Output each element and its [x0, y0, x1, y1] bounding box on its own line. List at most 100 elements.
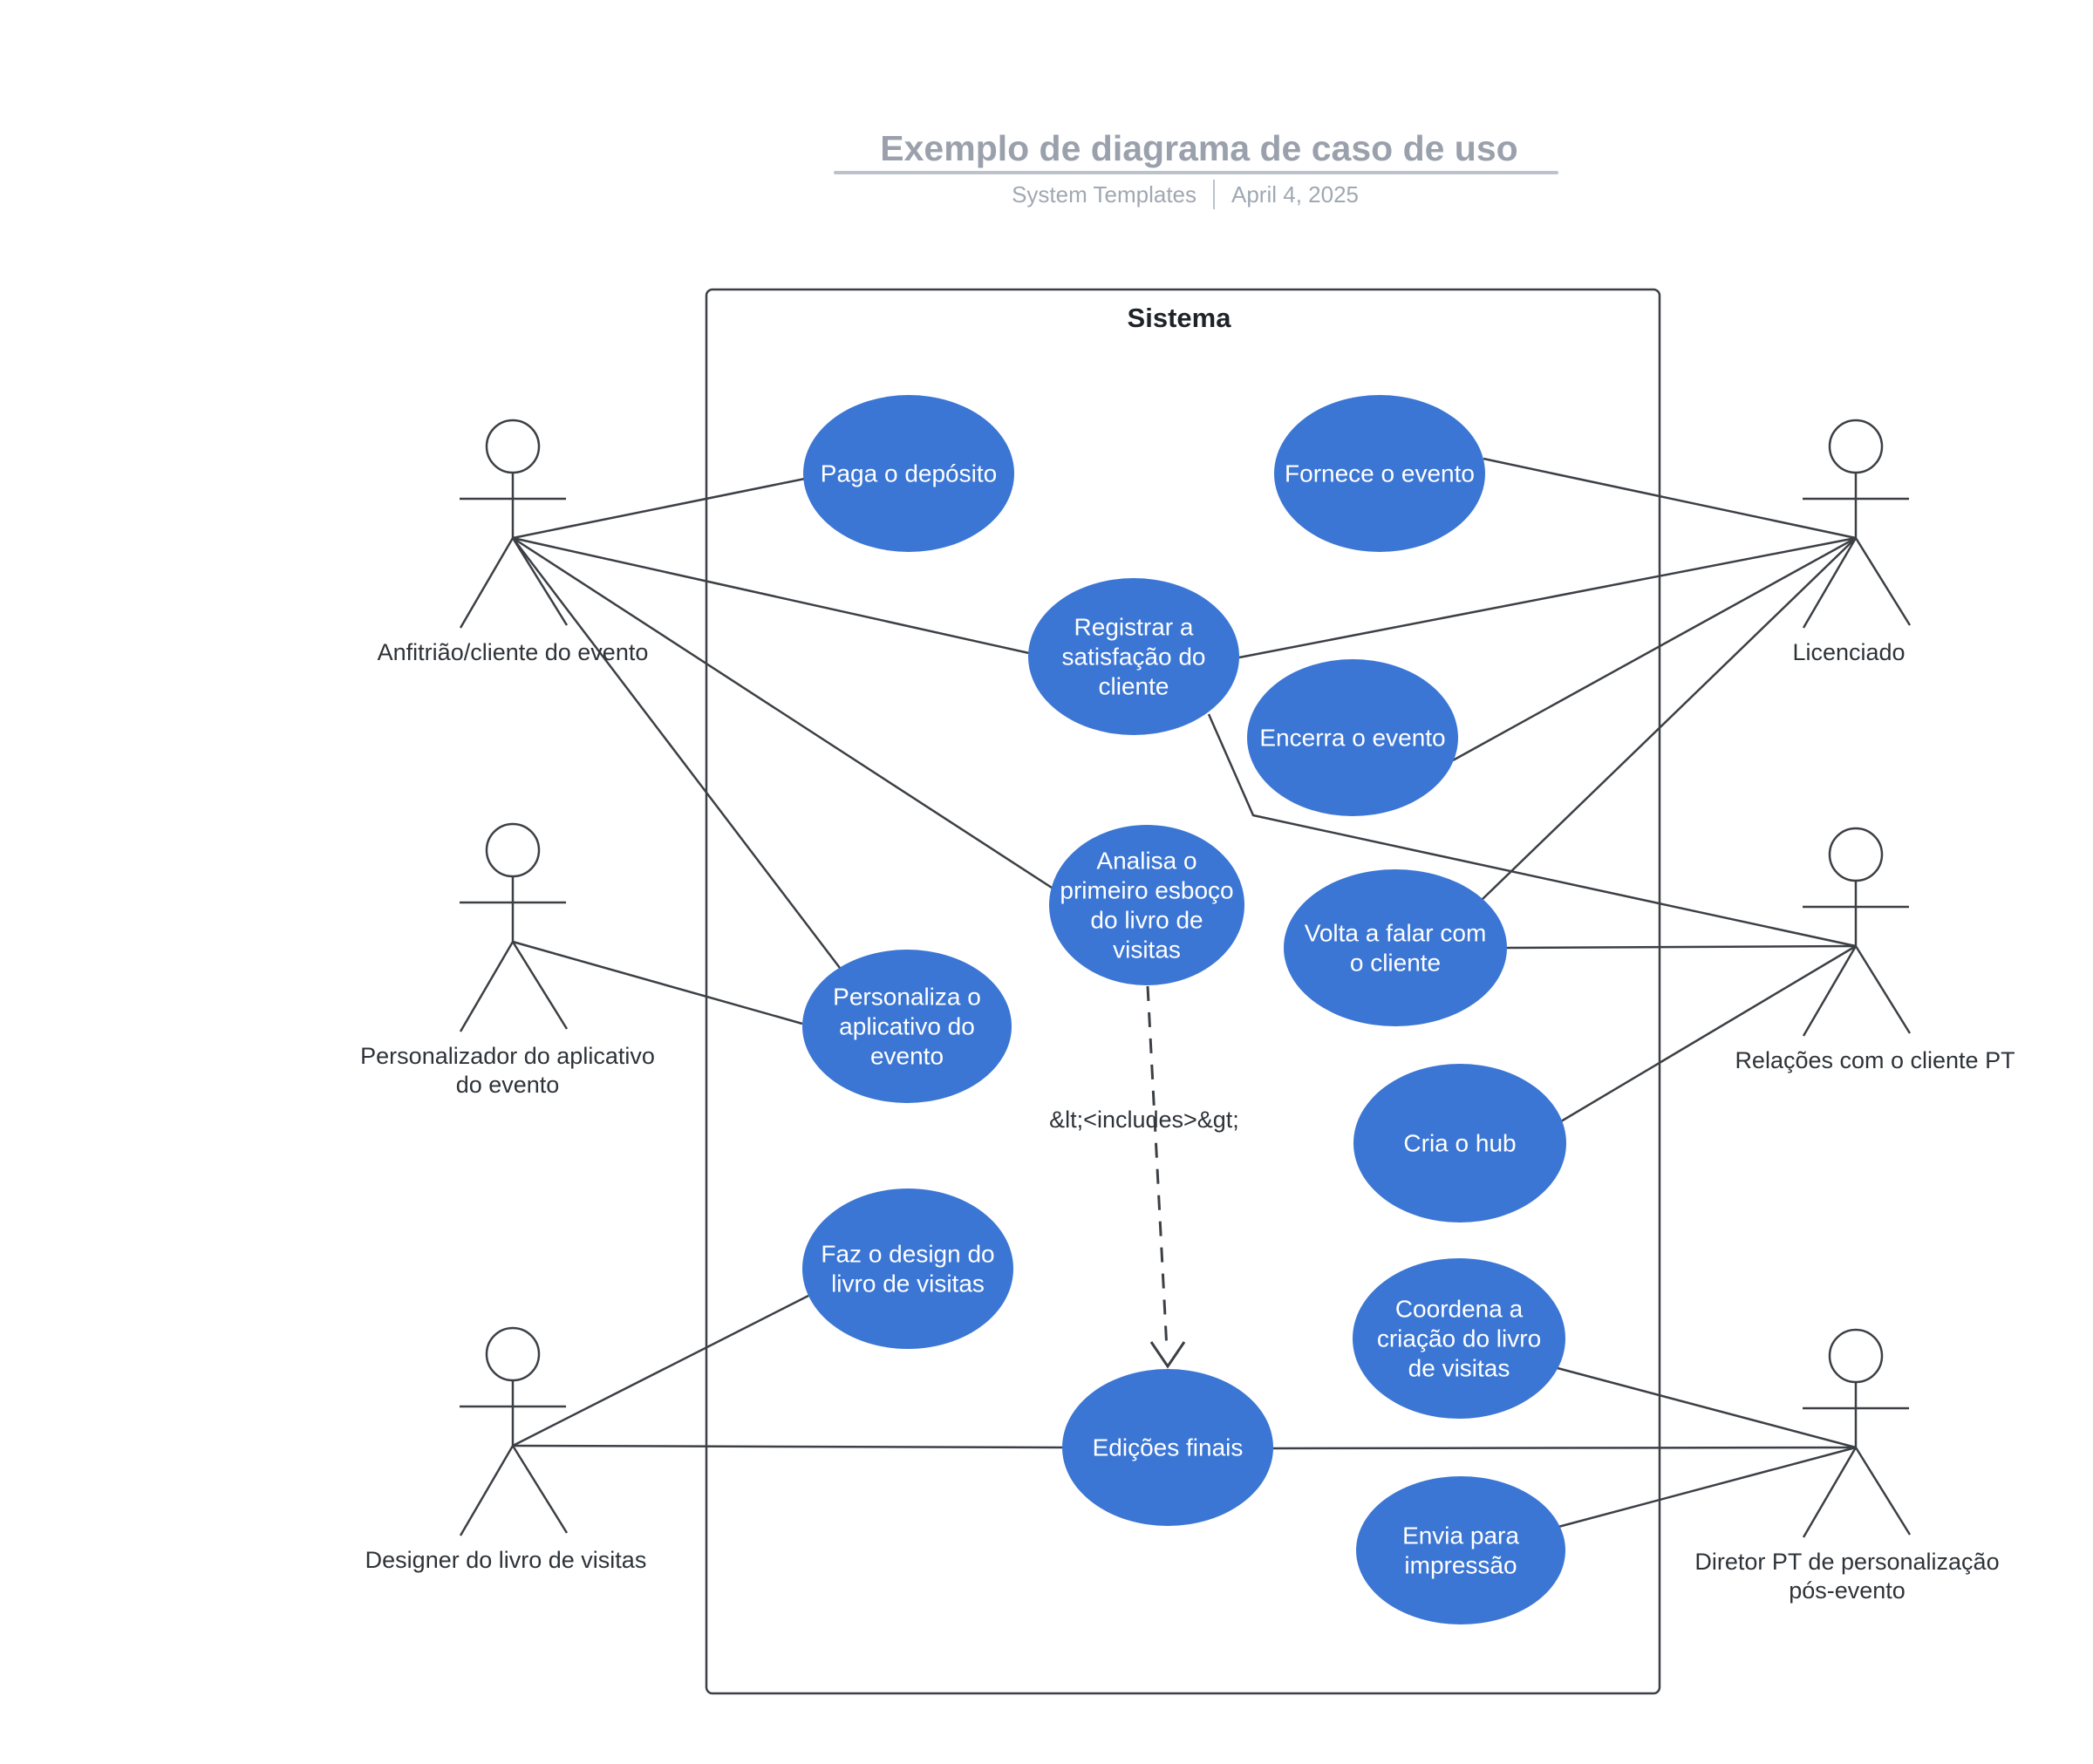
edge-relacoes-registrar[interactable]: [1207, 713, 1857, 948]
subtitle-date: April 4, 2025: [1231, 181, 1359, 208]
actor-head-icon: [1828, 827, 1884, 882]
use-case-label: Edições finais: [1093, 1434, 1244, 1461]
use-case-label: do livro de: [1090, 907, 1203, 934]
edge-personalizador-personaliza[interactable]: [512, 940, 803, 1025]
use-case-label: Coordena a: [1395, 1296, 1524, 1323]
actor-anfitriao[interactable]: Anfitrião/cliente do evento: [378, 419, 649, 665]
edge-designer-faz-design[interactable]: [512, 1294, 809, 1447]
use-case-encerra-evento[interactable]: Encerra o evento: [1247, 659, 1458, 816]
include-stereotype-label: &lt;<includes>&gt;: [1049, 1107, 1239, 1133]
edge-anfitriao-analisa[interactable]: [512, 536, 1053, 889]
edge-relacoes-cria-hub[interactable]: [1560, 944, 1857, 1123]
actor-label: Anfitrião/cliente do evento: [378, 639, 649, 665]
actor-licenciado[interactable]: Licenciado: [1792, 419, 1912, 665]
actor-head-icon: [485, 419, 541, 474]
edge-licenciado-encerra[interactable]: [1452, 536, 1857, 762]
use-case-ellipse-analisa-esboco[interactable]: [1049, 825, 1244, 985]
use-case-ellipse-coordena-criacao[interactable]: [1353, 1258, 1565, 1419]
edge-anfitriao-paga[interactable]: [512, 477, 806, 540]
actor-label: Designer do livro de visitas: [365, 1547, 647, 1573]
use-case-label: livro de visitas: [831, 1270, 985, 1297]
use-case-label: primeiro esboço: [1060, 877, 1233, 904]
use-case-label: Faz o design do: [821, 1241, 994, 1268]
use-case-edicoes-finais[interactable]: Edições finais: [1062, 1369, 1273, 1526]
use-case-label: Volta a falar com: [1305, 920, 1487, 947]
edge-anfitriao-registrar[interactable]: [512, 536, 1030, 655]
edge-licenciado-fornece[interactable]: [1483, 457, 1857, 540]
use-case-label: Fornece o evento: [1285, 460, 1475, 487]
use-case-fornece-evento[interactable]: Fornece o evento: [1274, 395, 1485, 552]
use-case-label: Paga o depósito: [821, 460, 997, 487]
edge-diretor-edicoes[interactable]: [1272, 1446, 1857, 1450]
use-case-ellipse-cria-hub[interactable]: [1353, 1064, 1566, 1223]
use-case-ellipse-edicoes-finais[interactable]: [1062, 1369, 1273, 1526]
use-case-label: Personaliza o: [833, 984, 981, 1011]
use-case-label: evento: [870, 1043, 944, 1070]
diagram-content: Paga o depósito Fornece o eventoRegistrar…: [360, 395, 2015, 1624]
diagram-header: Exemplo de diagrama de caso de uso Syste…: [834, 128, 1558, 209]
edge-licenciado-volta[interactable]: [1481, 537, 1857, 901]
actor-body-icon: [1802, 473, 1912, 629]
use-case-label: criação do livro: [1377, 1325, 1541, 1352]
use-case-cria-hub[interactable]: Cria o hub: [1353, 1064, 1566, 1223]
page-title: Exemplo de diagrama de caso de uso: [880, 128, 1517, 168]
use-case-ellipse-encerra-evento[interactable]: [1247, 659, 1458, 816]
use-case-label: impressão: [1404, 1552, 1517, 1579]
use-case-label: Envia para: [1402, 1522, 1519, 1549]
actor-head-icon: [485, 822, 541, 878]
use-case-label: cliente: [1099, 673, 1169, 700]
use-case-label: o cliente: [1350, 950, 1441, 977]
actor-body-icon: [1802, 1382, 1912, 1538]
use-case-ellipse-paga-deposito[interactable]: [803, 395, 1014, 552]
actor-relacoes-cliente-pt[interactable]: Relações com o cliente PT: [1735, 827, 2015, 1073]
edge-licenciado-registrar[interactable]: [1238, 536, 1857, 659]
use-case-label: visitas: [1113, 936, 1181, 964]
edge-anfitriao-personaliza[interactable]: [512, 537, 841, 969]
edge-relacoes-volta[interactable]: [1506, 944, 1857, 950]
use-case-label: Analisa o: [1096, 848, 1196, 875]
system-boundary-box[interactable]: [705, 288, 1661, 1695]
use-case-label: Registrar a: [1074, 614, 1194, 641]
actor-personalizador[interactable]: Personalizador do aplicativo do evento: [360, 822, 655, 1098]
use-case-volta-falar[interactable]: Volta a falar com o cliente: [1284, 869, 1507, 1026]
use-case-ellipse-envia-impressao[interactable]: [1356, 1476, 1565, 1624]
use-case-ellipse-volta-falar[interactable]: [1284, 869, 1507, 1026]
use-case-ellipse-personaliza-app[interactable]: [802, 950, 1012, 1103]
system-boundary-label: Sistema: [1128, 303, 1232, 333]
edge-designer-edicoes[interactable]: [512, 1444, 1063, 1449]
use-case-paga-deposito[interactable]: Paga o depósito: [803, 395, 1014, 552]
edge-includes-analisa-edicoes[interactable]: [1146, 985, 1169, 1351]
actor-label: pós-evento: [1789, 1577, 1906, 1604]
actor-label: Personalizador do aplicativo: [360, 1043, 655, 1069]
actor-head-icon: [1828, 1328, 1884, 1384]
use-case-label: Encerra o evento: [1259, 725, 1445, 752]
actor-label: Diretor PT de personalização: [1694, 1549, 1999, 1575]
actor-head-icon: [485, 1326, 541, 1382]
actor-designer[interactable]: Designer do livro de visitas: [365, 1326, 647, 1573]
edge-diretor-coordena[interactable]: [1557, 1366, 1857, 1449]
actor-label: Licenciado: [1792, 639, 1905, 665]
actor-body-icon: [459, 876, 569, 1032]
actor-body-icon: [1802, 881, 1912, 1037]
includes-arrowhead-icon: [1149, 1341, 1186, 1369]
use-case-ellipse-faz-design[interactable]: [802, 1188, 1013, 1349]
system-boundary[interactable]: Sistema: [705, 288, 1661, 1695]
use-case-label: aplicativo do: [839, 1013, 975, 1040]
use-case-ellipse-registrar-satisfacao[interactable]: [1028, 578, 1239, 735]
edge-diretor-envia[interactable]: [1558, 1446, 1857, 1529]
use-case-label: satisfação do: [1062, 644, 1206, 671]
actor-label: do evento: [456, 1072, 560, 1098]
use-case-ellipse-fornece-evento[interactable]: [1274, 395, 1485, 552]
use-case-label: de visitas: [1408, 1355, 1510, 1382]
actor-body-icon: [459, 1380, 569, 1536]
use-case-envia-impressao[interactable]: Envia para impressão: [1356, 1476, 1565, 1624]
subtitle-author: System Templates: [1012, 181, 1196, 208]
actor-body-icon: [459, 473, 569, 629]
